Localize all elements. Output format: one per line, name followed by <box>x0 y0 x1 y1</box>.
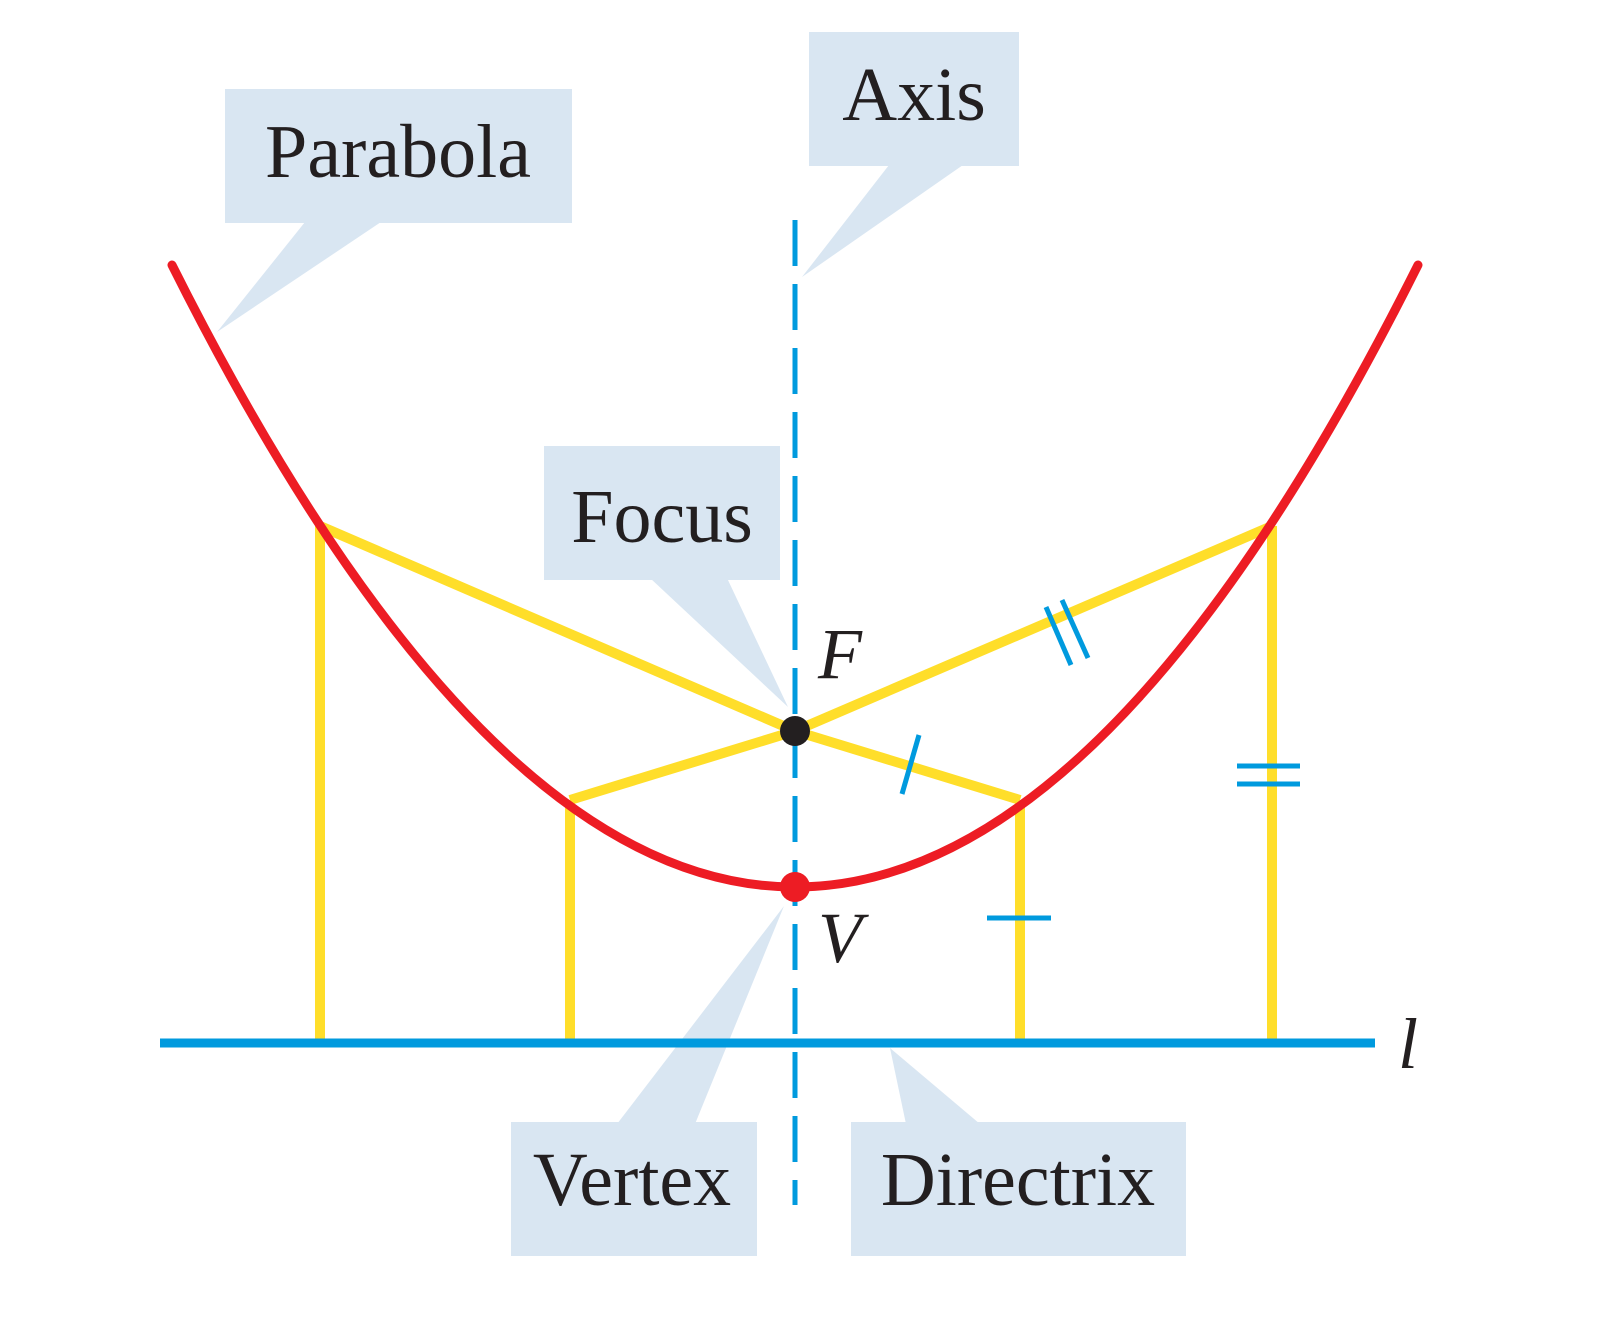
callout-directrix: Directrix <box>851 1048 1186 1256</box>
vertex-label: V <box>818 898 869 978</box>
focal-line-right-inner <box>793 726 1022 805</box>
tick-double-focal-b <box>1059 598 1091 660</box>
callout-focus-label: Focus <box>571 475 753 559</box>
callout-axis-label: Axis <box>842 53 986 137</box>
equal-length-ticks <box>899 598 1300 921</box>
callout-parabola: Parabola <box>217 89 572 332</box>
callout-parabola-label: Parabola <box>265 110 531 194</box>
vertex-point <box>780 872 810 902</box>
callout-focus: Focus <box>544 446 788 707</box>
construction-lines <box>315 521 1277 1043</box>
callout-axis: Axis <box>802 32 1019 277</box>
focus-label: F <box>817 614 863 694</box>
focal-line-left-outer <box>318 521 797 736</box>
tick-single-focal <box>899 734 922 795</box>
focal-line-right-outer <box>793 521 1274 736</box>
directrix-symbol-label: l <box>1398 1004 1418 1084</box>
focus-point <box>780 716 810 746</box>
callout-vertex-label: Vertex <box>533 1138 731 1222</box>
callout-directrix-label: Directrix <box>881 1138 1155 1222</box>
focal-line-left-inner <box>568 726 797 805</box>
tick-double-focal-a <box>1043 606 1074 666</box>
callout-vertex: Vertex <box>511 906 784 1256</box>
